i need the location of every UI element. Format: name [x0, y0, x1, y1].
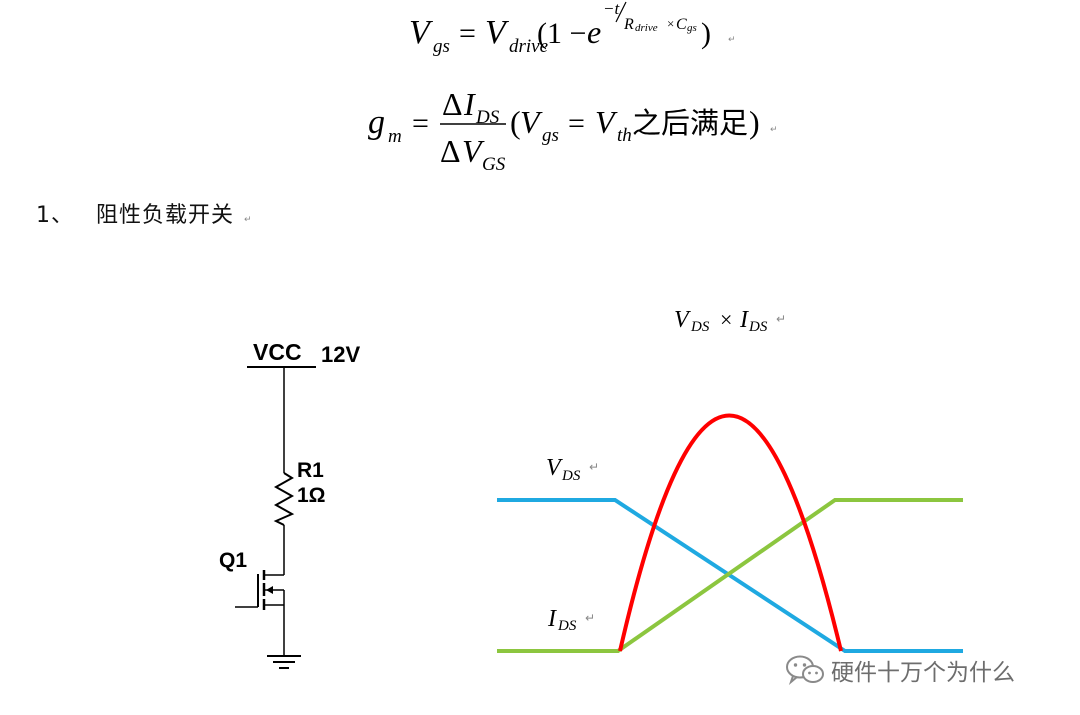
power-label-v-sub: DS	[690, 319, 710, 335]
eq1-vgs-symbol: V	[409, 14, 434, 51]
eq2-vgs-subscript: gs	[542, 125, 559, 146]
resistor-value: 1Ω	[297, 484, 326, 507]
eq2-g-subscript: m	[388, 126, 402, 147]
section-title: 阻性负载开关	[96, 203, 235, 228]
eq2-den-subscript: GS	[482, 154, 506, 175]
eq2-close-paren: )	[749, 104, 760, 140]
eq2-den-delta: Δ	[440, 133, 461, 169]
eq2-equals: =	[412, 107, 429, 140]
transistor-name: Q1	[219, 549, 247, 572]
ids-label-sub: DS	[557, 618, 577, 634]
eq1-exp-c: C	[676, 16, 687, 33]
vds-label-sub: DS	[561, 468, 581, 484]
eq2-open-paren: (	[510, 104, 521, 140]
power-waveform	[618, 413, 843, 652]
paragraph-mark-icon: ↵	[244, 215, 253, 225]
eq2-vgs-symbol: V	[520, 104, 543, 140]
eq1-close-paren: )	[701, 17, 711, 50]
eq2-vth-subscript: th	[617, 125, 632, 146]
eq2-g-symbol: g	[368, 104, 385, 141]
eq1-exp-times: ×	[667, 16, 674, 31]
vds-label-v: V	[546, 455, 563, 481]
eq1-exp-slash	[615, 1, 627, 23]
wechat-icon	[786, 655, 824, 686]
eq1-vdrive-symbol: V	[485, 14, 510, 51]
ids-label-i: I	[547, 606, 557, 632]
eq1-open-paren: (1 −	[537, 17, 586, 50]
vcc-label: VCC	[253, 339, 302, 365]
ids-label: I DS ↵	[547, 606, 595, 634]
circuit-schematic: VCC 12V R1 1Ω Q1	[219, 339, 360, 669]
eq2-num-i: I	[463, 86, 476, 122]
ground-symbol	[267, 655, 301, 669]
eq2-den-v: V	[462, 133, 485, 169]
resistor-name: R1	[297, 459, 324, 482]
paragraph-mark-icon: ↵	[589, 460, 599, 474]
power-label-times: ×	[720, 307, 732, 332]
ids-waveform	[497, 498, 963, 653]
watermark-text: 硬件十万个为什么	[831, 660, 1015, 686]
eq1-vdrive-subscript: drive	[509, 36, 548, 57]
section-heading: 1、阻性负载开关 ↵	[36, 197, 253, 229]
eq2-vth-symbol: V	[595, 104, 618, 140]
power-label-i-sub: DS	[748, 319, 768, 335]
eq2-num-subscript: DS	[475, 107, 500, 128]
switching-waveform: V DS × I DS ↵ V DS ↵ I DS ↵	[497, 307, 963, 653]
eq1-exp-r: R	[623, 16, 634, 33]
eq2-condition-text: 之后满足	[632, 106, 748, 140]
mosfet-symbol	[235, 570, 285, 610]
section-number: 1、	[36, 203, 74, 228]
power-label-v: V	[674, 307, 691, 333]
eq1-vgs-subscript: gs	[433, 36, 450, 57]
paragraph-mark-icon: ↵	[728, 35, 736, 45]
power-label: V DS × I DS ↵	[674, 307, 786, 335]
equation-vgs: V gs = V drive (1 − e −t R drive × C gs …	[409, 0, 736, 57]
paragraph-mark-icon: ↵	[585, 611, 595, 625]
eq1-exp-r-subscript: drive	[635, 22, 658, 34]
equation-gm: g m = Δ I DS Δ V GS ( V gs = V th 之后满足 )…	[368, 86, 778, 175]
eq1-equals: =	[459, 17, 476, 50]
resistor-symbol	[273, 472, 295, 526]
watermark: 硬件十万个为什么	[785, 650, 1015, 690]
vds-label: V DS ↵	[546, 455, 599, 484]
paragraph-mark-icon: ↵	[770, 125, 778, 135]
eq2-cond-equals: =	[568, 107, 585, 140]
power-label-i: I	[739, 307, 749, 333]
eq1-exp-c-subscript: gs	[687, 22, 697, 34]
eq1-exp-numerator: −t	[603, 0, 620, 18]
eq1-e: e	[587, 14, 601, 50]
eq2-num-delta: Δ	[442, 86, 463, 122]
vcc-value: 12V	[321, 342, 360, 367]
paragraph-mark-icon: ↵	[776, 312, 786, 326]
